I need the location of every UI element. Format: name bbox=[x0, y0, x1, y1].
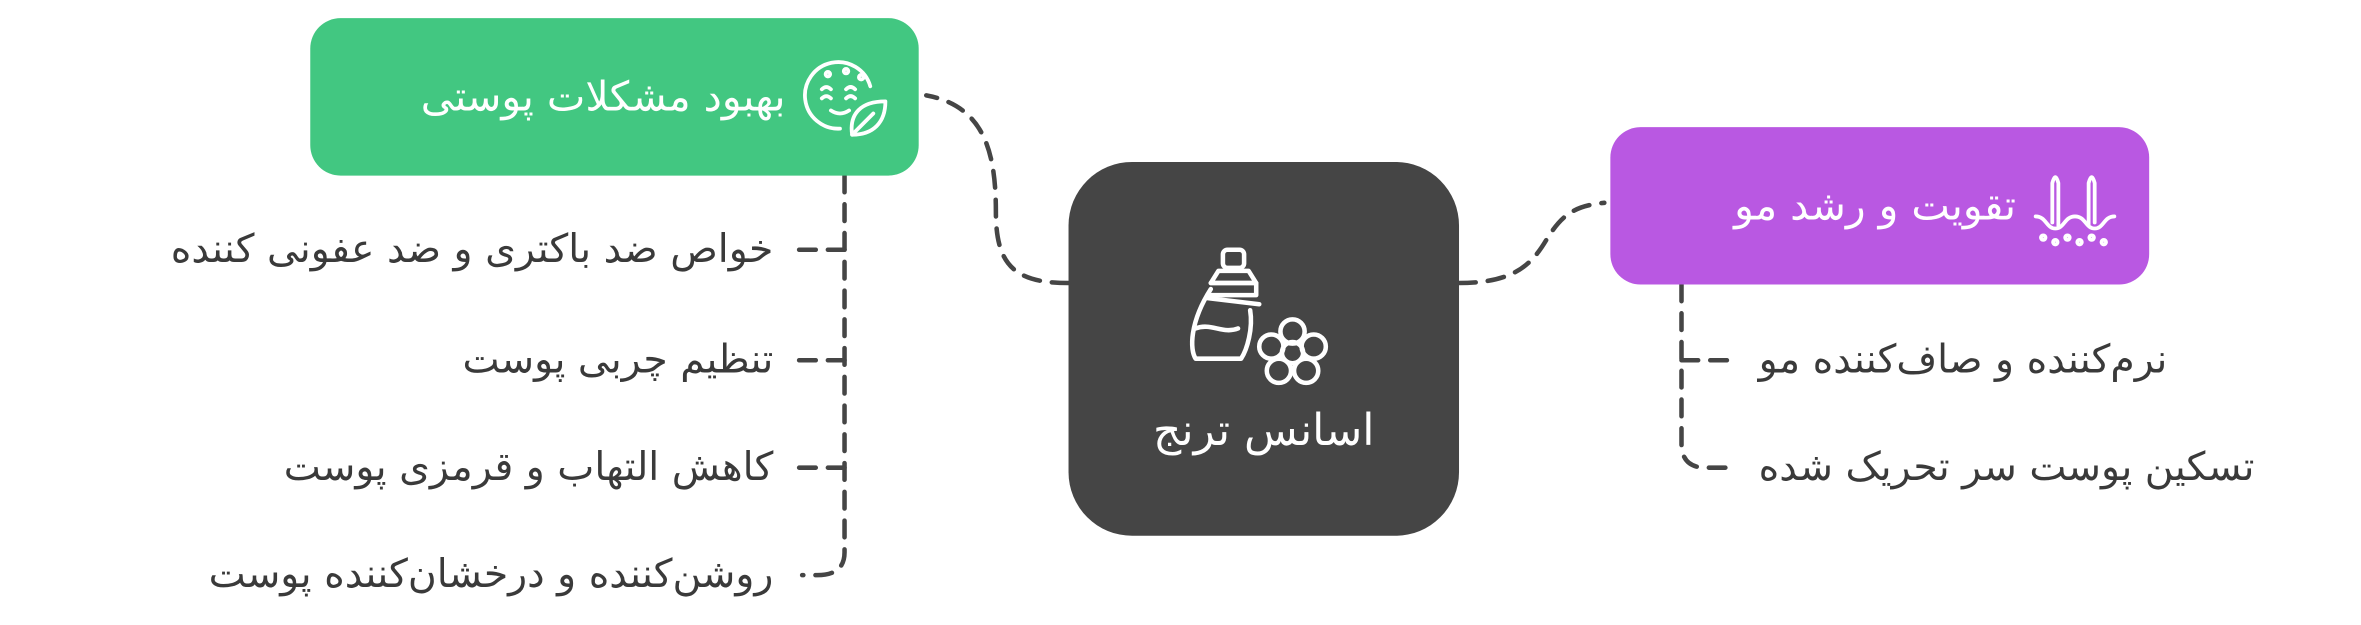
perfume-bottle-flower-icon bbox=[1189, 246, 1329, 385]
connector-left-trunk bbox=[799, 173, 847, 578]
connector-right-trunk bbox=[1679, 282, 1728, 470]
connector-center-to-left-branch bbox=[923, 93, 1071, 286]
branch-hair-growth[interactable]: تقویت و رشد مو bbox=[1610, 127, 2150, 285]
branch-skin-problems-label: بهبود مشکلات پوستی bbox=[420, 73, 786, 121]
branch-hair-growth-label: تقویت و رشد مو bbox=[1734, 182, 2016, 230]
leaf-reduce-inflammation[interactable]: کاهش التهاب و قرمزی پوست bbox=[283, 444, 774, 491]
leaf-brightening[interactable]: روشن‌کننده و درخشان‌کننده پوست bbox=[208, 552, 774, 598]
hair-growth-icon bbox=[2033, 175, 2117, 247]
leaf-scalp-soothing[interactable]: تسکین پوست سر تحریک شده bbox=[1758, 444, 2255, 491]
leaf-antibacterial[interactable]: خواص ضد باکتری و ضد عفونی کننده bbox=[170, 227, 774, 273]
skin-leaf-icon bbox=[803, 60, 888, 137]
central-topic-label: اسانس ترنج bbox=[1153, 403, 1375, 455]
central-topic[interactable]: اسانس ترنج bbox=[1068, 161, 1460, 536]
leaf-oil-regulation[interactable]: تنظیم چربی پوست bbox=[462, 337, 774, 383]
branch-skin-problems[interactable]: بهبود مشکلات پوستی bbox=[310, 18, 919, 176]
leaf-hair-softening[interactable]: نرم‌کننده و صاف‌کننده مو bbox=[1758, 337, 2168, 383]
connector-center-to-right-branch bbox=[1456, 200, 1607, 286]
